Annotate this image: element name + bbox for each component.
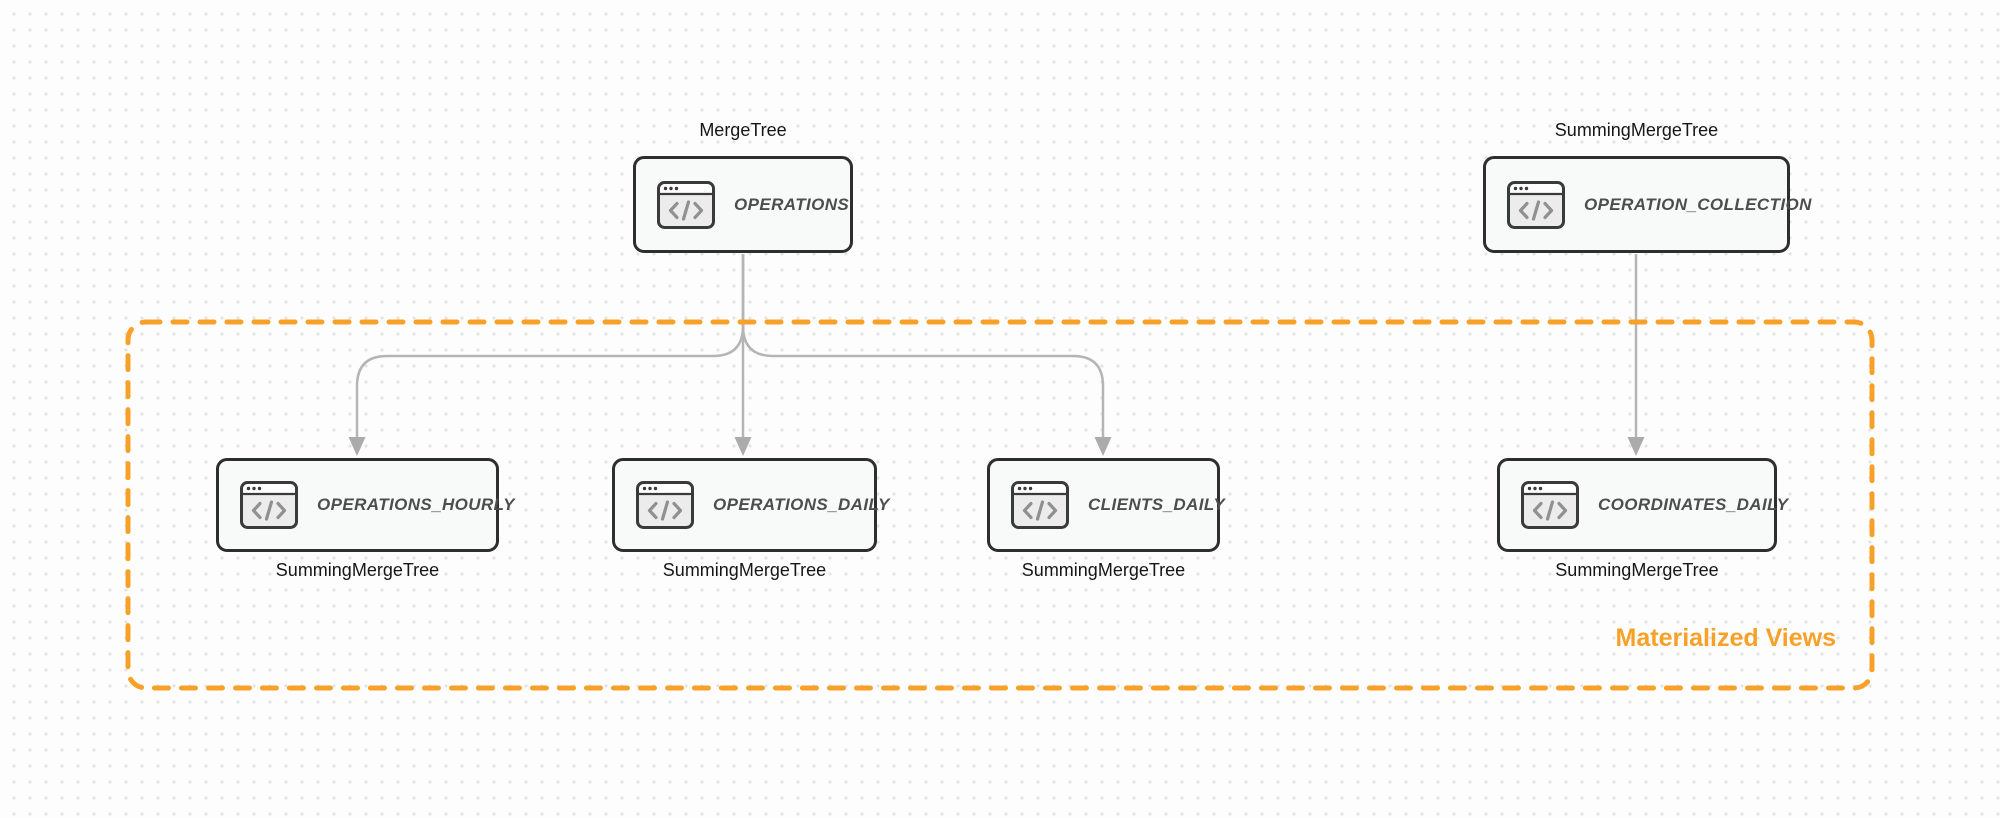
code-window-icon [657,180,715,229]
engine-label-operations-daily: SummingMergeTree [662,560,827,580]
materialized-views-group-box [125,319,1875,691]
materialized-views-label: Materialized Views [1615,624,1836,652]
node-coordinates-daily[interactable]: COORDINATES_DAILY [1497,458,1788,552]
node-clients-daily[interactable]: CLIENTS_DAILY [987,458,1225,552]
code-window-icon [1011,481,1069,529]
engine-label-operations-hourly: SummingMergeTree [275,560,440,580]
node-title: COORDINATES_DAILY [1598,495,1789,514]
node-operation-collection[interactable]: OPERATION_COLLECTION [1483,156,1811,253]
arrowhead-icon [734,437,752,456]
engine-label-operations: MergeTree [699,120,787,140]
code-window-icon [636,481,694,529]
node-title: OPERATION_COLLECTION [1584,194,1812,214]
arrowhead-icon [348,437,366,456]
code-window-icon [240,481,298,529]
edge-operations-to-clients-daily [741,254,1105,438]
arrowhead-icon [1627,437,1645,456]
arrowhead-icon [1094,437,1112,456]
node-title: OPERATIONS_DAILY [713,495,890,514]
engine-label-clients-daily: SummingMergeTree [1021,560,1186,580]
node-operations-daily[interactable]: OPERATIONS_DAILY [612,458,889,552]
node-title: OPERATIONS [734,194,850,214]
code-window-icon [1507,180,1565,229]
node-operations-hourly[interactable]: OPERATIONS_HOURLY [216,458,515,552]
code-window-icon [1521,481,1579,529]
node-title: OPERATIONS_HOURLY [317,495,515,514]
edge-operations-to-operations-hourly [355,254,745,438]
node-title: CLIENTS_DAILY [1088,495,1226,514]
engine-label-coordinates-daily: SummingMergeTree [1555,560,1719,580]
node-operations[interactable]: OPERATIONS [633,156,853,253]
engine-label-operation-collection: SummingMergeTree [1554,120,1719,140]
